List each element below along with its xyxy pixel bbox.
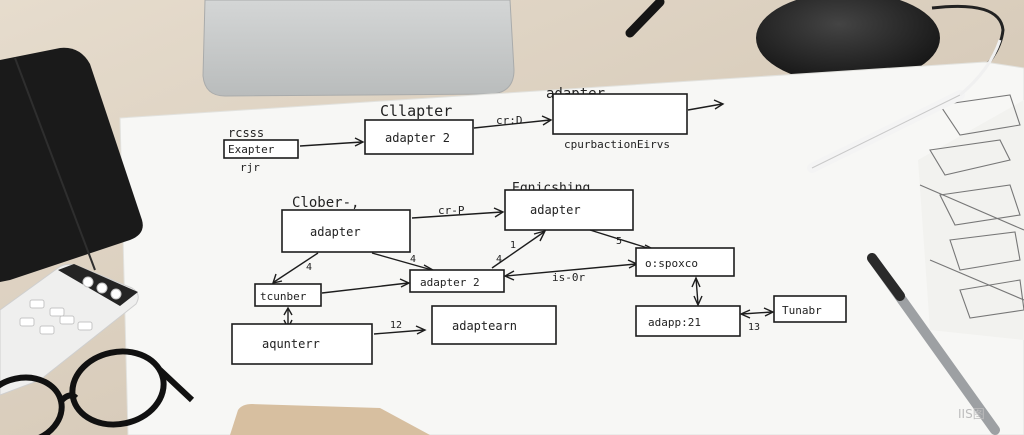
- label-cllapter: Cllapter: [380, 102, 452, 120]
- tunabr-box: [773, 295, 847, 323]
- label-n4: 4: [306, 262, 312, 273]
- label-adappzl: adapp:21: [648, 316, 701, 329]
- label-adapter-right: adapter: [530, 203, 581, 217]
- label-ospoxco: o:spoxco: [645, 257, 698, 270]
- aqunterr-box: [231, 323, 373, 365]
- adappzl-box: [635, 305, 741, 337]
- arrow-adapter-adapter: [411, 211, 503, 219]
- label-tcunber: tcunber: [260, 290, 307, 303]
- label-isor: is-0r: [552, 271, 585, 284]
- arrow-to-adapter2b: [371, 252, 433, 271]
- black-notebook: [0, 47, 143, 282]
- side-sketch-paper: [918, 100, 1024, 340]
- arrow-adapter2-acaspuption: [473, 119, 551, 129]
- exapter-box: [223, 139, 299, 159]
- label-n4c: 4: [496, 254, 502, 265]
- ospoxco-box: [635, 247, 735, 277]
- speaker: [756, 0, 940, 84]
- arrow-adapter2b-to-right: [491, 231, 545, 269]
- label-n5: 5: [616, 236, 622, 247]
- label-caption: cpurbactionEirvs: [564, 138, 670, 151]
- monitor-stand: [202, 0, 515, 97]
- arrow-adapter2b-ospoxco: [505, 263, 637, 277]
- adaptearn-box: [431, 305, 557, 345]
- arrow-adappzl-tunabr: [741, 311, 773, 315]
- label-adaptearn: adaptearn: [452, 319, 517, 333]
- glasses: [0, 348, 195, 435]
- label-exapter: Exapter: [228, 143, 275, 156]
- adapter2b-box: [409, 269, 505, 293]
- tcunber-box: [254, 283, 322, 307]
- label-n12: 12: [390, 320, 402, 331]
- diagram: rcsss Exapter rjr Cllapter adapter 2 cr:…: [223, 86, 847, 365]
- arrow-exapter-adapter2: [299, 141, 363, 147]
- arrow-aqunterr-adaptearn: [373, 329, 425, 335]
- arrow-tcunber-adapter2b: [321, 282, 409, 294]
- tan-card: [230, 404, 430, 435]
- label-rcsss: rcsss: [228, 126, 264, 140]
- arrow-ospoxco-adappzl: [695, 277, 699, 305]
- arrow-to-tcunber: [273, 252, 319, 283]
- acaspuption-box: [552, 93, 688, 135]
- label-adapter-left: adapter: [310, 225, 361, 239]
- adapter2-top-box: [364, 119, 474, 155]
- adapter-right-box: [504, 189, 634, 231]
- label-aqunterr: aqunterr: [262, 337, 320, 351]
- label-adapter2-top: adapter 2: [385, 131, 450, 145]
- label-crp: cr-P: [438, 204, 465, 217]
- watermark: IIS图: [958, 407, 985, 421]
- label-n1: 1: [510, 240, 516, 251]
- pen-top: [625, 0, 665, 38]
- arrow-out: [687, 103, 723, 111]
- label-tunabr: Tunabr: [782, 304, 822, 317]
- label-adapter2b: adapter 2: [420, 276, 480, 289]
- label-rjr: rjr: [240, 161, 260, 174]
- calculator: [0, 263, 139, 396]
- adapter-left-box: [281, 209, 411, 253]
- label-clober: Clober-,: [292, 195, 359, 211]
- label-n13: 13: [748, 322, 760, 333]
- label-n4b: 4: [410, 254, 416, 265]
- arrow-right-to-ospoxco: [589, 229, 655, 251]
- side-sketch: [919, 94, 1024, 319]
